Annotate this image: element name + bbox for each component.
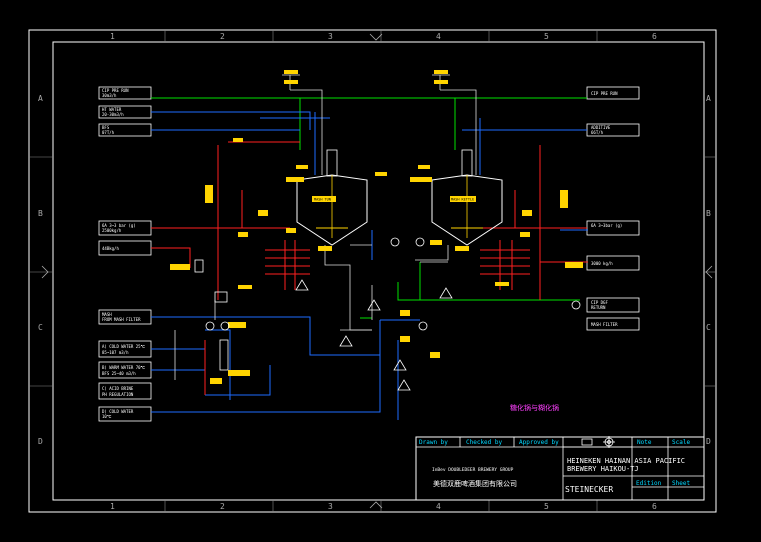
box-label: HT WATER	[102, 107, 122, 112]
row-labels: A B C D A B C D	[38, 94, 711, 446]
box-label: 10℃	[102, 414, 112, 419]
col-label: 5	[544, 502, 549, 511]
col-label: 2	[220, 32, 225, 41]
row-label: C	[706, 323, 711, 332]
box-label: 2500kg/h	[102, 228, 122, 233]
outer-frame	[28, 29, 717, 513]
row-label: C	[38, 323, 43, 332]
vessel-label: MASH TUN	[314, 198, 331, 202]
col-label: 4	[436, 502, 441, 511]
right-connection-boxes: CIP PRE RUN ADDITIVE 66T/h 6A 3~3bar (g)…	[586, 86, 640, 331]
column-labels: 1 2 3 4 5 6 1 2 3 4 5 6	[110, 32, 657, 511]
box-label: 20-30m3/h	[102, 112, 124, 117]
process-piping	[174, 74, 477, 380]
mash-tun-vessel: MASH TUN	[296, 149, 368, 246]
box-label: C) ACID BRINE	[102, 386, 134, 391]
title-block: Drawn by Checked by Approved by Note Sca…	[415, 436, 705, 501]
cip-lines	[151, 97, 587, 319]
col-label: 3	[328, 502, 333, 511]
box-label: RETURN	[591, 305, 606, 310]
col-label: 1	[110, 502, 115, 511]
col-label: 6	[652, 32, 657, 41]
inner-frame	[52, 41, 705, 501]
box-label: 44Bkg/h	[102, 246, 119, 251]
note-label: Note	[637, 439, 652, 446]
box-label: BFS 25~40 m3/h	[102, 371, 136, 376]
col-label: 6	[652, 502, 657, 511]
row-label: D	[38, 437, 43, 446]
box-label: FROM MASH FILTER	[102, 317, 141, 322]
box-label: ADDITIVE	[591, 125, 611, 130]
instrument-tags	[170, 70, 583, 384]
mash-kettle-vessel: MASH KETTLE	[431, 149, 503, 246]
box-label: 6A 3~3bar (g)	[591, 223, 622, 228]
vessel-label: MASH KETTLE	[451, 198, 474, 202]
approved-by-label: Approved by	[519, 439, 559, 446]
box-label: CIP PRE RUN	[591, 91, 618, 96]
row-label: B	[706, 209, 711, 218]
client-line-1: HEINEKEN HAINAN ASIA PACIFIC	[567, 457, 685, 465]
box-label: 85~107 m3/h	[102, 350, 129, 355]
box-label: PH REGULATION	[102, 392, 134, 397]
frame-ticks	[29, 30, 716, 512]
water-lines	[151, 111, 588, 420]
box-label: A) COLD WATER 25℃	[102, 344, 146, 349]
box-label: 07T/h	[102, 130, 115, 135]
col-label: 3	[328, 32, 333, 41]
left-connection-boxes: CIP PRE RUN 30m3/h HT WATER 20-30m3/h BF…	[98, 86, 152, 422]
col-label: 2	[220, 502, 225, 511]
scale-label: Scale	[672, 439, 690, 446]
projection-symbol	[581, 436, 615, 448]
steam-lines	[151, 141, 588, 395]
box-label: CIP DGF	[591, 300, 608, 305]
company-en: InBev DOUBLEDEER BREWERY GROUP	[432, 467, 514, 473]
box-label: D) COLD WATER	[102, 409, 134, 414]
drawing-note: 糖化锅与糊化锅	[510, 403, 559, 412]
row-label: B	[38, 209, 43, 218]
row-label: A	[38, 94, 43, 103]
drawn-by-label: Drawn by	[419, 439, 448, 446]
box-label: B) WARM WATER 70℃	[102, 365, 146, 370]
col-label: 4	[436, 32, 441, 41]
col-label: 5	[544, 32, 549, 41]
valves-and-pumps	[194, 237, 581, 391]
row-label: D	[706, 437, 711, 446]
box-label: MASH FILTER	[591, 322, 618, 327]
box-label: CIP PRE RUN	[102, 88, 129, 93]
col-label: 1	[110, 32, 115, 41]
box-label: BFS	[102, 125, 110, 130]
box-label: 66T/h	[591, 130, 604, 135]
box-label: 30m3/h	[102, 93, 117, 98]
edition-label: Edition	[636, 480, 662, 487]
row-label: A	[706, 94, 711, 103]
box-label: MASH	[102, 312, 112, 317]
company-cn: 美德双鹿啤酒集团有限公司	[433, 479, 517, 488]
contractor-name: STEINECKER	[565, 485, 613, 494]
box-label: 3000 kg/h	[591, 261, 613, 266]
checked-by-label: Checked by	[466, 439, 503, 446]
centering-marks	[41, 33, 713, 509]
box-label: 6A 3~3 bar (g)	[102, 223, 136, 228]
client-line-2: BREWERY HAIKOU-TJ	[567, 465, 639, 473]
sheet-label: Sheet	[672, 480, 690, 487]
